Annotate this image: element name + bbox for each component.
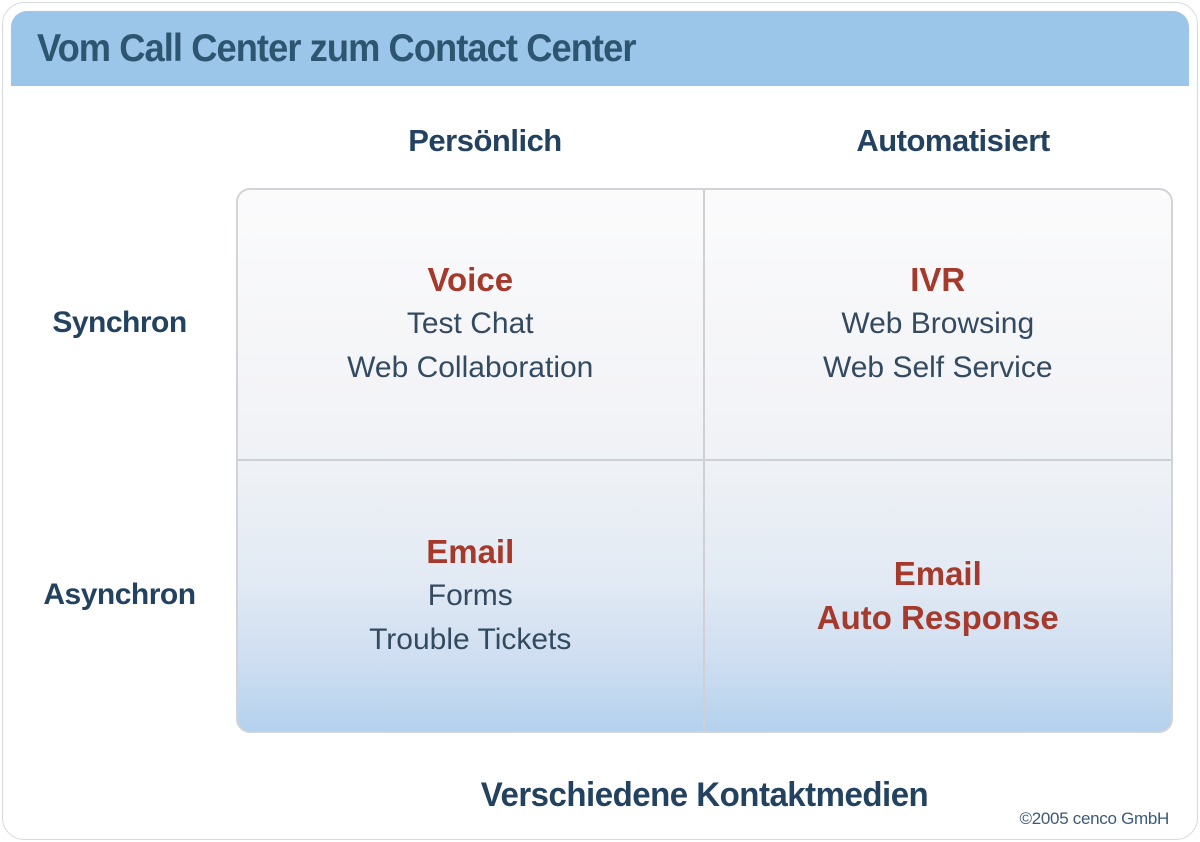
cell-heading: Auto Response — [816, 598, 1059, 636]
cell-item: Web Collaboration — [347, 351, 594, 385]
row-header-asynchron: Asynchron — [43, 578, 196, 611]
matrix-grid: Voice Test Chat Web Collaboration IVR We… — [236, 188, 1173, 733]
cell-heading: Voice — [427, 261, 514, 299]
cell-item: Trouble Tickets — [369, 622, 572, 656]
cell-asynchron-persoenlich: Email Forms Trouble Tickets — [238, 460, 705, 731]
column-header-persoenlich: Persönlich — [408, 123, 562, 158]
row-header-synchron: Synchron — [52, 306, 187, 339]
cell-asynchron-automatisiert: Email Auto Response — [705, 461, 1172, 732]
cell-item: Web Browsing — [841, 307, 1035, 341]
cell-item: Forms — [427, 578, 513, 612]
slide-title: Vom Call Center zum Contact Center — [37, 26, 636, 70]
cell-synchron-persoenlich: Voice Test Chat Web Collaboration — [238, 190, 705, 461]
cell-item: Web Self Service — [822, 351, 1053, 385]
cell-item: Test Chat — [406, 307, 534, 341]
title-bar: Vom Call Center zum Contact Center — [11, 11, 1189, 86]
cell-synchron-automatisiert: IVR Web Browsing Web Self Service — [704, 190, 1171, 461]
copyright-notice: ©2005 cenco GmbH — [1019, 809, 1170, 828]
column-header-automatisiert: Automatisiert — [856, 123, 1050, 158]
cell-heading: Email — [893, 554, 982, 592]
cell-heading: IVR — [910, 261, 966, 299]
footer-caption: Verschiedene Kontaktmedien — [480, 776, 929, 814]
cell-heading: Email — [426, 532, 515, 570]
